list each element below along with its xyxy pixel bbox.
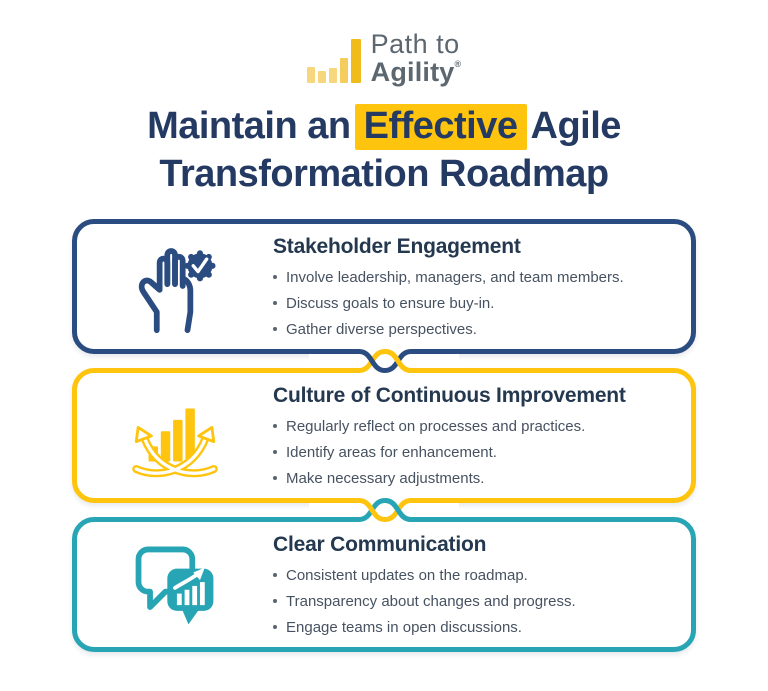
bullet-item: Involve leadership, managers, and team m… (273, 269, 673, 286)
bullet-item: Regularly reflect on processes and pract… (273, 418, 673, 435)
chain-link-connector-navy-yellow (72, 348, 696, 373)
card-title: Culture of Continuous Improvement (273, 383, 626, 407)
card-clear-communication: Clear Communication Consistent updates o… (72, 516, 696, 652)
title-highlight: Effective (354, 104, 527, 151)
registered-trademark-symbol: ® (454, 59, 462, 70)
card-stakeholder-engagement: Stakeholder Engagement Involve leadershi… (72, 218, 696, 354)
brand-logo-text: Path to Agility® (371, 30, 462, 86)
bullet-item: Identify areas for enhancement. (273, 444, 673, 461)
chain-link-connector-yellow-teal (72, 497, 696, 522)
card-content: Culture of Continuous Improvement Regula… (273, 384, 691, 487)
logo-bar-chart-icon (306, 39, 361, 86)
card-continuous-improvement: Culture of Continuous Improvement Regula… (72, 367, 696, 503)
bullet-item: Make necessary adjustments. (273, 470, 673, 487)
hand-badge-check-icon (77, 238, 273, 334)
card-content: Clear Communication Consistent updates o… (273, 533, 691, 636)
bullet-item: Discuss goals to ensure buy-in. (273, 295, 673, 312)
page-title-line2: Transformation Roadmap (159, 153, 609, 196)
brand-name-line2: Agility® (370, 57, 462, 88)
card-title: Stakeholder Engagement (273, 234, 521, 258)
growth-arrows-chart-icon (77, 387, 273, 483)
cards-list: Stakeholder Engagement Involve leadershi… (72, 218, 696, 652)
brand-name-line1: Path to (370, 29, 460, 59)
card-title: Clear Communication (273, 532, 487, 556)
brand-logo: Path to Agility® (0, 0, 768, 86)
bullet-list: Regularly reflect on processes and pract… (273, 418, 673, 487)
bullet-list: Involve leadership, managers, and team m… (273, 269, 673, 338)
bullet-item: Transparency about changes and progress. (273, 593, 673, 610)
bullet-list: Consistent updates on the roadmap. Trans… (273, 567, 673, 636)
bullet-item: Engage teams in open discussions. (273, 619, 673, 636)
bullet-item: Gather diverse perspectives. (273, 321, 673, 338)
bullet-item: Consistent updates on the roadmap. (273, 567, 673, 584)
speech-bubbles-chart-icon (77, 536, 273, 632)
card-content: Stakeholder Engagement Involve leadershi… (273, 235, 691, 338)
